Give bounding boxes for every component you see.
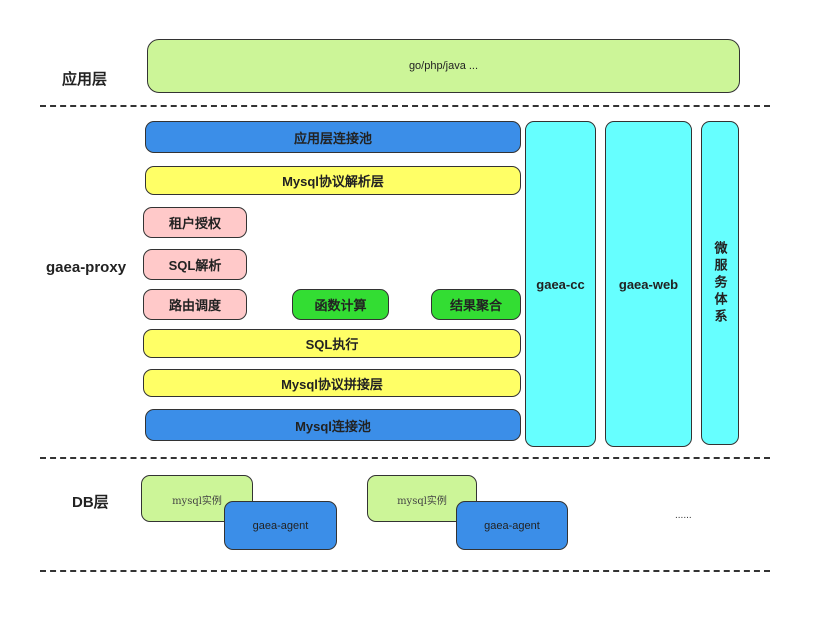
routing-box: 路由调度 bbox=[143, 289, 247, 320]
mysql-connection-pool-box: Mysql连接池 bbox=[145, 409, 521, 441]
separator-bottom bbox=[40, 570, 770, 572]
protocol-parse-box: Mysql协议解析层 bbox=[145, 166, 521, 195]
sql-exec-box: SQL执行 bbox=[143, 329, 521, 358]
protocol-build-box: Mysql协议拼接层 bbox=[143, 369, 521, 397]
db-layer-label: DB层 bbox=[72, 494, 109, 511]
microservice-box: 微服务体系 bbox=[701, 121, 739, 445]
separator-proxy-db bbox=[40, 457, 770, 459]
gaea-agent-1: gaea-agent bbox=[224, 501, 337, 550]
mysql-instance-1: mysql实例 bbox=[141, 475, 253, 522]
gaea-web-box: gaea-web bbox=[605, 121, 692, 447]
more-instances-ellipsis: ...... bbox=[675, 510, 692, 521]
tenant-auth-box: 租户授权 bbox=[143, 207, 247, 238]
app-connection-pool-box: 应用层连接池 bbox=[145, 121, 521, 153]
result-aggregate-box: 结果聚合 bbox=[431, 289, 521, 320]
app-languages-box: go/php/java ... bbox=[147, 39, 740, 93]
function-calc-box: 函数计算 bbox=[292, 289, 389, 320]
mysql-instance-2: mysql实例 bbox=[367, 475, 477, 522]
gaea-cc-box: gaea-cc bbox=[525, 121, 596, 447]
gaea-agent-2: gaea-agent bbox=[456, 501, 568, 550]
proxy-layer-label: gaea-proxy bbox=[46, 259, 127, 276]
sql-parse-box: SQL解析 bbox=[143, 249, 247, 280]
app-layer-label: 应用层 bbox=[62, 71, 108, 88]
separator-app-proxy bbox=[40, 105, 770, 107]
